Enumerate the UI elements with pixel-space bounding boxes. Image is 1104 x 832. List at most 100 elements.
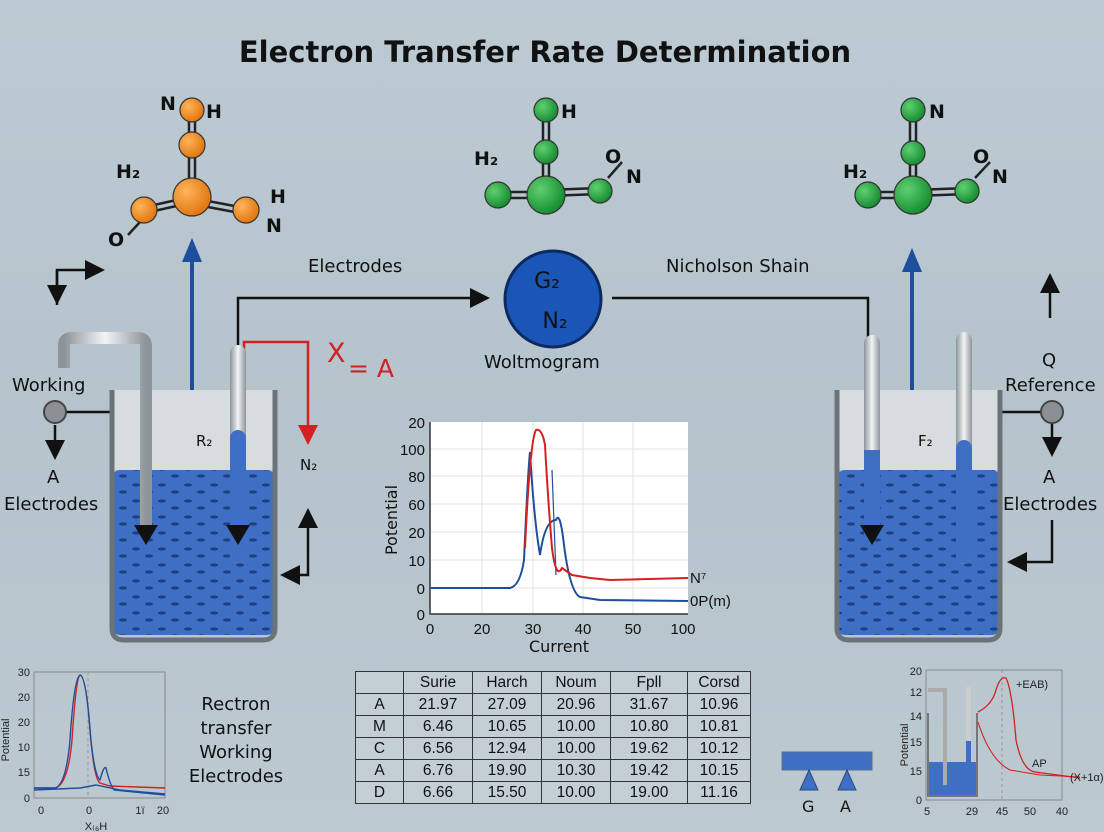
cell: 6.66	[403, 781, 473, 804]
atom-label: N	[929, 101, 945, 123]
cell: A	[355, 693, 404, 716]
arrow-head-icon	[902, 248, 922, 272]
atom-label: N	[160, 93, 176, 115]
cell: 12.94	[472, 737, 542, 760]
tick-label: 14	[910, 711, 922, 723]
tick-label: 15	[18, 767, 30, 779]
molecule-left: N H H₂ H N O	[108, 93, 286, 251]
cell: 10.30	[541, 759, 611, 782]
rectron-text: Rectron transfer Working Electrodes	[189, 694, 283, 787]
cell: 10.15	[687, 759, 751, 782]
right-small-chart: 20 12 14 15 15 0 5 29 45 50 40 Potential…	[899, 666, 1104, 818]
annotation: AP	[1032, 758, 1047, 770]
cell: 6.56	[403, 737, 473, 760]
text-line: Electrodes	[189, 766, 283, 787]
left-small-chart: 30 20 20 10 15 0 0 0 1ї 20 X₍₆H Potentia…	[0, 667, 169, 832]
page-title: Electron Transfer Rate Determination	[239, 35, 851, 69]
tick-label: 0	[86, 805, 92, 817]
tick-label: 0	[417, 581, 425, 598]
tick-label: 0	[916, 795, 922, 807]
text-line: Working	[199, 742, 272, 763]
tick-label: 20	[474, 621, 491, 638]
tick-label: 10	[18, 742, 30, 754]
annotation: (X+1α)	[1070, 772, 1104, 784]
label-r2: R₂	[196, 432, 212, 450]
atom-label: O	[108, 229, 124, 251]
tick-label: 30	[18, 667, 30, 679]
header-cell: Noum	[541, 671, 611, 694]
series-label: 0P(m)	[690, 593, 731, 610]
cell: C	[355, 737, 404, 760]
label-woltmogram: Woltmogram	[484, 352, 600, 373]
label-a: A	[1043, 467, 1056, 488]
circle-label: N₂	[542, 309, 567, 334]
tick-label: 15	[910, 766, 922, 778]
cell: M	[355, 715, 404, 738]
table-header-row: Surie Harch Noum Fpll Corsd	[355, 671, 751, 694]
label-electrodes-right: Electrodes	[1003, 494, 1097, 515]
label-reference: Reference	[1005, 375, 1096, 396]
atom-label: N	[266, 215, 282, 237]
beaker-right	[834, 332, 1003, 643]
molecule-right: N H₂ O N	[843, 97, 1008, 215]
cell: 27.09	[472, 693, 542, 716]
x-axis-label: Current	[529, 637, 589, 656]
tick-label: 40	[1056, 806, 1068, 818]
connector-knob	[43, 400, 67, 424]
header-cell: Corsd	[687, 671, 751, 694]
atom-label: N	[992, 166, 1008, 188]
species-circle	[503, 249, 603, 349]
atom-label: H₂	[116, 161, 140, 183]
tick-label: 60	[408, 497, 425, 514]
arrow-head-icon	[182, 238, 202, 262]
cell: 31.67	[610, 693, 688, 716]
label-n2: N₂	[300, 456, 317, 474]
header-cell: Fpll	[610, 671, 688, 694]
tick-label: 20	[18, 717, 30, 729]
cell: 6.46	[403, 715, 473, 738]
y-axis-label: Potential	[382, 485, 401, 555]
header-cell	[355, 671, 404, 694]
tick-label: 1ї	[135, 805, 144, 817]
beaker-left	[58, 332, 278, 643]
series-blue	[430, 451, 689, 602]
tick-label: 100	[400, 442, 425, 459]
cell: 21.97	[403, 693, 473, 716]
series-red	[524, 428, 689, 582]
annotation: +EAB)	[1016, 679, 1048, 691]
atom-label: O	[973, 146, 989, 168]
cell: 10.00	[541, 715, 611, 738]
tick-label: 20	[408, 415, 425, 432]
tick-label: 0	[24, 793, 30, 805]
tick-label: 0	[38, 805, 44, 817]
label-working: Working	[12, 375, 85, 396]
tick-label: 20	[408, 525, 425, 542]
label-electrodes-left: Electrodes	[4, 494, 98, 515]
tick-label: 10	[408, 553, 425, 570]
tick-label: 0	[426, 621, 434, 638]
electrode-stand: G A	[781, 751, 873, 816]
molecule-middle: H H₂ O N	[474, 97, 642, 215]
connector-knob	[1040, 400, 1064, 424]
cell: D	[355, 781, 404, 804]
x-ticks: 0 20 30 40 50 100	[426, 621, 696, 638]
text-line: transfer	[200, 718, 272, 739]
cell: 10.96	[687, 693, 751, 716]
tick-label: 20	[18, 692, 30, 704]
label-electrodes: Electrodes	[308, 256, 402, 277]
label-nicholson-shain: Nicholson Shain	[666, 256, 810, 277]
cell: 19.42	[610, 759, 688, 782]
tick-label: 12	[910, 687, 922, 699]
connector-lines	[45, 260, 1062, 585]
y-ticks: 20 100 80 60 20 10 0 0	[400, 415, 425, 624]
cell: A	[355, 759, 404, 782]
cell: 19.00	[610, 781, 688, 804]
label-q: Q	[1042, 350, 1056, 371]
cell: 19.62	[610, 737, 688, 760]
cell: 11.16	[687, 781, 751, 804]
tick-label: 100	[670, 621, 695, 638]
